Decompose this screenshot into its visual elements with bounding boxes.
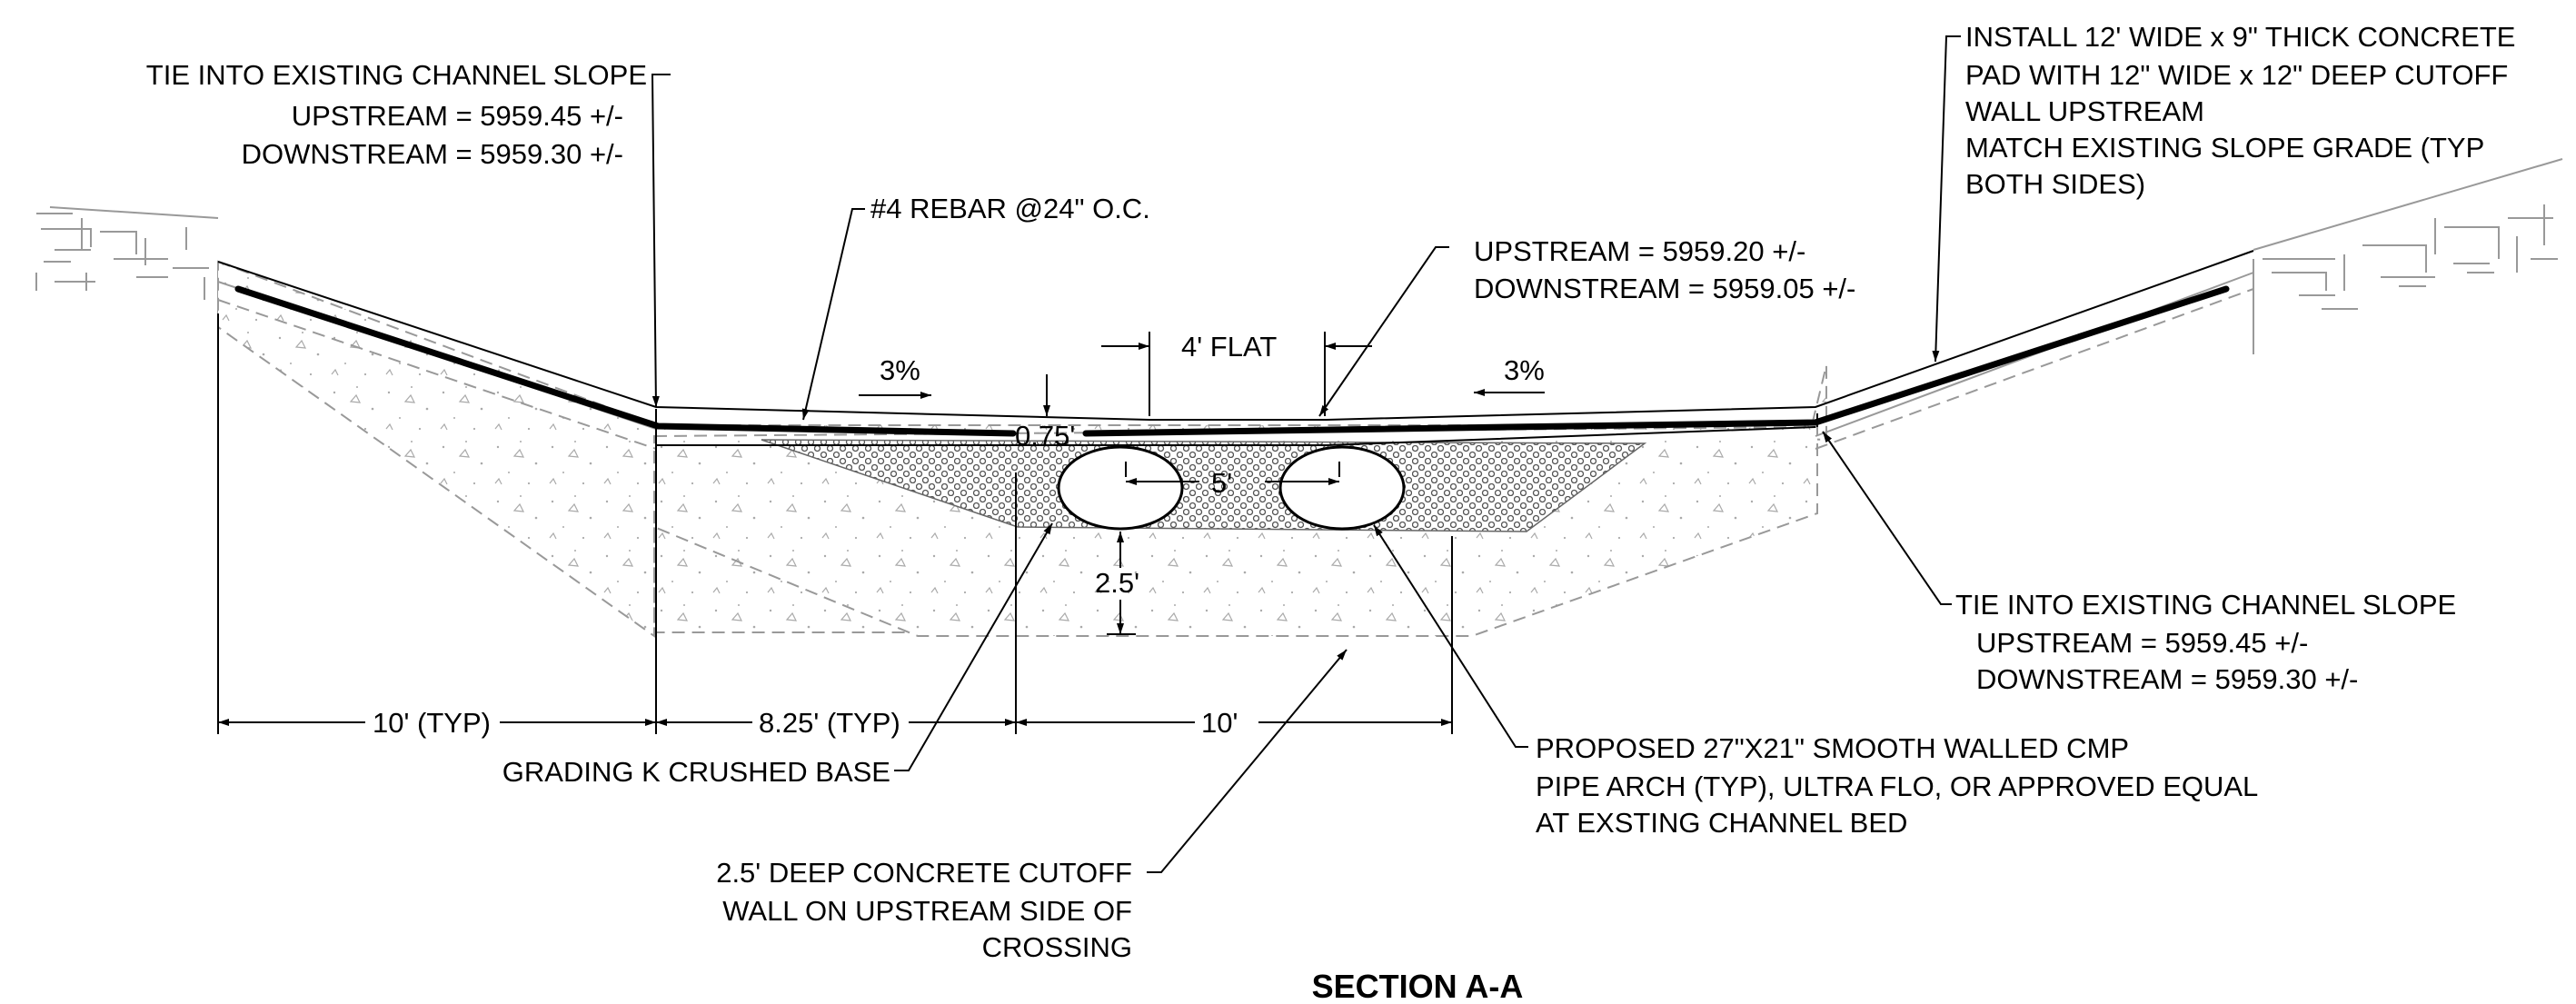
svg-text:UPSTREAM = 5959.45 +/-: UPSTREAM = 5959.45 +/-	[292, 100, 623, 132]
svg-text:WALL ON UPSTREAM SIDE OF: WALL ON UPSTREAM SIDE OF	[722, 895, 1132, 927]
svg-text:UPSTREAM = 5959.20 +/-: UPSTREAM = 5959.20 +/-	[1474, 235, 1805, 267]
svg-text:TIE INTO EXISTING CHANNEL SLOP: TIE INTO EXISTING CHANNEL SLOPE	[1955, 589, 2456, 621]
note-pipe-arch: PROPOSED 27"X21" SMOOTH WALLED CMP PIPE …	[1536, 732, 2258, 839]
pipe-arch-left	[1057, 445, 1184, 531]
note-cutoff-wall: 2.5' DEEP CONCRETE CUTOFF WALL ON UPSTRE…	[716, 857, 1132, 963]
dim-mid-typ: 8.25' (TYP)	[759, 707, 900, 739]
dim-flat: 4' FLAT	[1181, 331, 1277, 363]
dim-slope-left: 3%	[880, 354, 920, 386]
dim-left-typ: 10' (TYP)	[373, 707, 491, 739]
svg-text:PROPOSED 27"X21" SMOOTH WALLED: PROPOSED 27"X21" SMOOTH WALLED CMP	[1536, 732, 2129, 764]
svg-text:MATCH EXISTING SLOPE GRADE (TY: MATCH EXISTING SLOPE GRADE (TYP	[1965, 132, 2484, 164]
svg-text:TIE INTO EXISTING CHANNEL SLOP: TIE INTO EXISTING CHANNEL SLOPE	[146, 59, 647, 91]
rebar-line	[234, 285, 2230, 437]
svg-text:BOTH SIDES): BOTH SIDES)	[1965, 168, 2145, 200]
note-crushed-base: GRADING K CRUSHED BASE	[502, 756, 890, 788]
pipe-arch-right	[1278, 445, 1406, 531]
note-rebar: #4 REBAR @24" O.C.	[870, 193, 1150, 224]
svg-text:CROSSING: CROSSING	[982, 931, 1132, 963]
svg-text:2.5' DEEP CONCRETE CUTOFF: 2.5' DEEP CONCRETE CUTOFF	[716, 857, 1132, 889]
pad-top-surface	[217, 250, 2254, 421]
crushed-base	[761, 439, 1647, 532]
dim-pipe-spacing: 5'	[1211, 467, 1232, 499]
dim-slope-right: 3%	[1504, 354, 1545, 386]
section-title: SECTION A-A	[1312, 968, 1524, 1004]
svg-text:PAD WITH 12" WIDE x 12" DEEP C: PAD WITH 12" WIDE x 12" DEEP CUTOFF	[1965, 59, 2508, 91]
svg-text:DOWNSTREAM = 5959.30 +/-: DOWNSTREAM = 5959.30 +/-	[1976, 663, 2358, 695]
dim-center: 10'	[1201, 707, 1238, 739]
svg-text:UPSTREAM = 5959.45 +/-: UPSTREAM = 5959.45 +/-	[1976, 627, 2308, 659]
existing-grade-right	[2253, 158, 2563, 354]
dim-depth: 2.5'	[1095, 567, 1139, 599]
svg-text:PIPE ARCH (TYP), ULTRA FLO, OR: PIPE ARCH (TYP), ULTRA FLO, OR APPROVED …	[1536, 770, 2258, 802]
svg-text:WALL UPSTREAM: WALL UPSTREAM	[1965, 95, 2204, 127]
leader-lines	[651, 35, 1961, 873]
existing-grade-left	[35, 206, 219, 327]
note-center-elevation: UPSTREAM = 5959.20 +/- DOWNSTREAM = 5959…	[1474, 235, 1855, 304]
note-tie-right: TIE INTO EXISTING CHANNEL SLOPE UPSTREAM…	[1955, 589, 2456, 695]
note-tie-left: TIE INTO EXISTING CHANNEL SLOPE UPSTREAM…	[146, 59, 647, 170]
note-concrete-pad: INSTALL 12' WIDE x 9" THICK CONCRETE PAD…	[1965, 21, 2515, 200]
dim-thickness: 0.75'	[1015, 420, 1075, 452]
svg-text:AT EXSTING CHANNEL BED: AT EXSTING CHANNEL BED	[1536, 807, 1907, 839]
svg-text:INSTALL 12' WIDE x 9" THICK CO: INSTALL 12' WIDE x 9" THICK CONCRETE	[1965, 21, 2515, 53]
pad-bottom-surface	[656, 426, 1816, 446]
svg-text:DOWNSTREAM = 5959.30 +/-: DOWNSTREAM = 5959.30 +/-	[242, 138, 623, 170]
svg-text:DOWNSTREAM = 5959.05 +/-: DOWNSTREAM = 5959.05 +/-	[1474, 273, 1855, 304]
